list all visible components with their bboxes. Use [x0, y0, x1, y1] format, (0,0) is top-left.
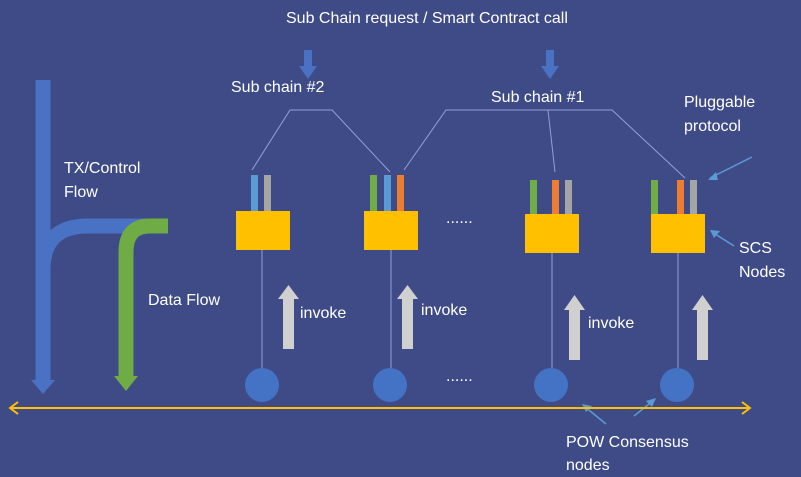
tx-control-flow-arrowhead — [31, 380, 55, 394]
pow-node — [245, 368, 279, 402]
request-arrow-sub-chain-1 — [541, 50, 559, 79]
scs-nodes-label-line-1: SCS — [739, 240, 772, 257]
scs-node-column-3 — [525, 180, 585, 402]
plug-gray — [565, 180, 572, 214]
top-request-label: Sub Chain request / Smart Contract call — [286, 10, 568, 27]
plug-green — [651, 180, 658, 214]
scs-node-box — [651, 214, 705, 253]
invoke-label-1: invoke — [300, 305, 347, 322]
main-chain-line — [8, 401, 752, 415]
sub-chain-2-label: Sub chain #2 — [231, 79, 325, 96]
data-flow-label: Data Flow — [148, 292, 221, 309]
request-arrow-sub-chain-2 — [299, 50, 317, 79]
scs-node-box — [525, 214, 579, 253]
pluggable-label-line-2: protocol — [684, 118, 741, 135]
invoke-arrow — [397, 285, 418, 349]
scs-node-column-2 — [364, 175, 418, 402]
ellipsis-top: ...... — [446, 210, 473, 227]
plug-orange — [397, 175, 404, 211]
invoke-arrow — [564, 295, 585, 360]
pluggable-label-line-1: Pluggable — [684, 94, 756, 111]
plug-green — [530, 180, 537, 214]
ellipsis-bottom: ...... — [446, 368, 473, 385]
tx-control-flow-label-line-2: Flow — [64, 184, 98, 201]
plug-gray — [690, 180, 697, 214]
pow-label-line-2: nodes — [566, 457, 610, 474]
plug-orange — [552, 180, 559, 214]
scs-nodes-pointer-head — [710, 230, 720, 238]
pluggable-protocol-pointer — [709, 156, 753, 179]
scs-node-box — [364, 211, 418, 250]
pow-node — [660, 368, 694, 402]
plug-blue — [384, 175, 391, 211]
scs-nodes-label-line-2: Nodes — [739, 264, 786, 281]
plug-blue — [251, 175, 258, 211]
plug-gray — [264, 175, 271, 211]
sub-chain-1-label: Sub chain #1 — [491, 89, 585, 106]
pow-pointer-2-head — [646, 398, 656, 407]
pow-node — [373, 368, 407, 402]
scs-node-column-4 — [651, 180, 713, 402]
data-flow-arrow — [118, 218, 168, 378]
tx-control-flow-arrow — [35, 80, 168, 382]
scs-node-column-1 — [236, 175, 299, 402]
scs-node-box — [236, 211, 290, 250]
sub-chain-2-connectors — [251, 109, 391, 173]
sub-chain-1-connectors — [403, 109, 686, 179]
plug-orange — [677, 180, 684, 214]
pow-node — [534, 368, 568, 402]
invoke-label-3: invoke — [588, 315, 635, 332]
pow-label-line-1: POW Consensus — [566, 434, 689, 451]
invoke-label-2: invoke — [421, 302, 468, 319]
invoke-arrow — [278, 285, 299, 349]
data-flow-arrowhead — [114, 376, 138, 391]
tx-control-flow-label-line-1: TX/Control — [64, 160, 141, 177]
plug-green — [370, 175, 377, 211]
invoke-arrow — [692, 295, 713, 360]
pluggable-protocol-pointer-head — [708, 172, 718, 180]
